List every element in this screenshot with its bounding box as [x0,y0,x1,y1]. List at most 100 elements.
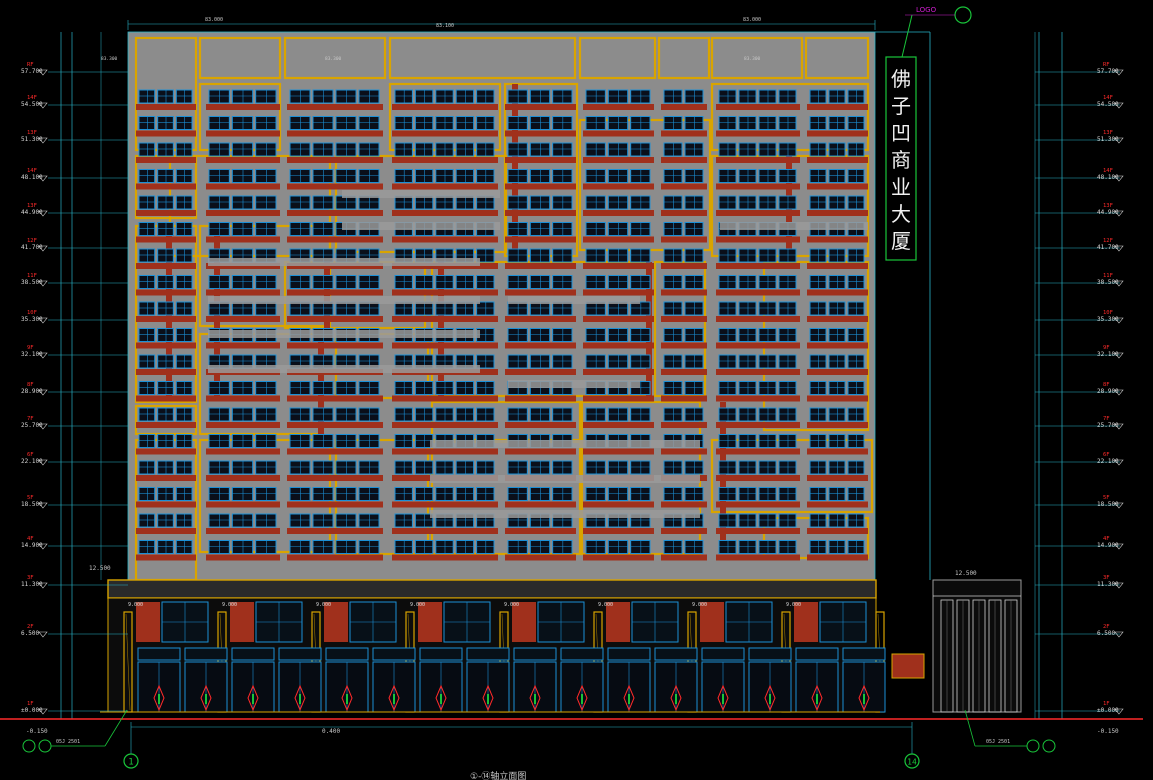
spandrel-band [807,422,868,428]
window [847,434,865,448]
level-triangle [1114,69,1124,76]
spandrel-band [206,183,280,190]
spandrel-band [807,210,868,216]
door-swing-mark [717,684,729,712]
window [847,487,865,501]
window [758,142,777,157]
spandrel-band [807,395,868,402]
window [684,328,704,342]
door-swing-mark [153,684,165,712]
window [809,487,827,501]
podium-level-right: 12.500 [955,570,977,577]
window [476,142,495,157]
window [208,381,230,395]
level-elevation: 32.100 [21,351,43,358]
spandrel-band [392,157,498,163]
window [175,460,193,475]
window [809,540,827,554]
window [455,116,475,130]
podium-brick-panel [512,602,536,642]
facade-frame [283,36,387,80]
spandrel-band [716,395,800,402]
window [585,222,606,236]
window [312,540,334,554]
window [630,328,651,342]
level-triangle [38,210,48,217]
window [758,89,777,104]
spandrel-band [807,528,868,534]
window [738,354,757,369]
level-triangle [38,389,48,396]
spandrel-band [505,263,576,269]
window [663,301,683,316]
spandrel-band [583,316,654,322]
spandrel-band [136,501,196,508]
door-swing-mark [764,684,776,712]
facade-frame [578,36,657,80]
window [607,487,629,501]
level-triangle [1114,175,1124,182]
window [758,381,777,395]
spandrel-band [583,183,654,190]
spandrel-band [807,289,868,296]
spandrel-band [583,528,654,534]
window [847,116,865,130]
spandrel-band [287,210,383,216]
spandrel-band [392,183,498,190]
podium-brick-panel [606,602,630,642]
door-swing-mark [200,684,212,712]
window [175,116,193,130]
window [157,434,174,448]
detail-ref-left: 05J 2501 [56,739,80,745]
spandrel-band [807,104,868,110]
spandrel-band [716,342,800,349]
spandrel-band [716,210,800,216]
window [585,89,606,104]
window [435,275,454,289]
window [847,407,865,422]
window [585,248,606,263]
window [663,142,683,157]
spandrel-band [583,210,654,216]
level-floor-label: RF [1103,62,1110,68]
window [809,195,827,210]
window [828,116,846,130]
detail-ref-right: 05J 2501 [986,739,1010,745]
axis-label-right: 14 [907,758,917,767]
window [585,487,606,501]
window [585,328,606,342]
sign-character: 凹 [891,121,911,145]
storefront-transom [278,647,322,661]
storefront-transom [231,647,275,661]
level-floor-label: 7F [1103,416,1110,422]
level-elevation: 51.300 [1097,136,1119,143]
window [778,487,797,501]
window [828,381,846,395]
ground-elev-left: -0.150 [26,728,48,735]
level-floor-label: 7F [27,416,34,422]
spandrel-band [505,157,576,163]
level-elevation: ±0.000 [1097,707,1119,714]
window [414,487,434,501]
window [585,407,606,422]
spandrel-band [807,157,868,163]
top-dim-1: 83.000 [205,17,223,23]
spandrel-band [583,554,654,561]
level-elevation: 48.100 [1097,174,1119,181]
door-swing-mark [341,684,353,712]
window [552,195,573,210]
window [175,222,193,236]
window [255,460,277,475]
spandrel-band [716,554,800,561]
window [507,407,528,422]
axis-bubble-left [123,753,139,769]
storefront-transom [842,647,886,661]
column-hatch [125,613,131,711]
window [630,540,651,554]
drawing-caption: ①-⑭轴立面图 [470,770,526,780]
spandrel-band [807,183,868,190]
podium-brick-panel [324,602,348,642]
spandrel-band [287,104,383,110]
window [138,169,156,183]
spandrel-band [136,289,196,296]
